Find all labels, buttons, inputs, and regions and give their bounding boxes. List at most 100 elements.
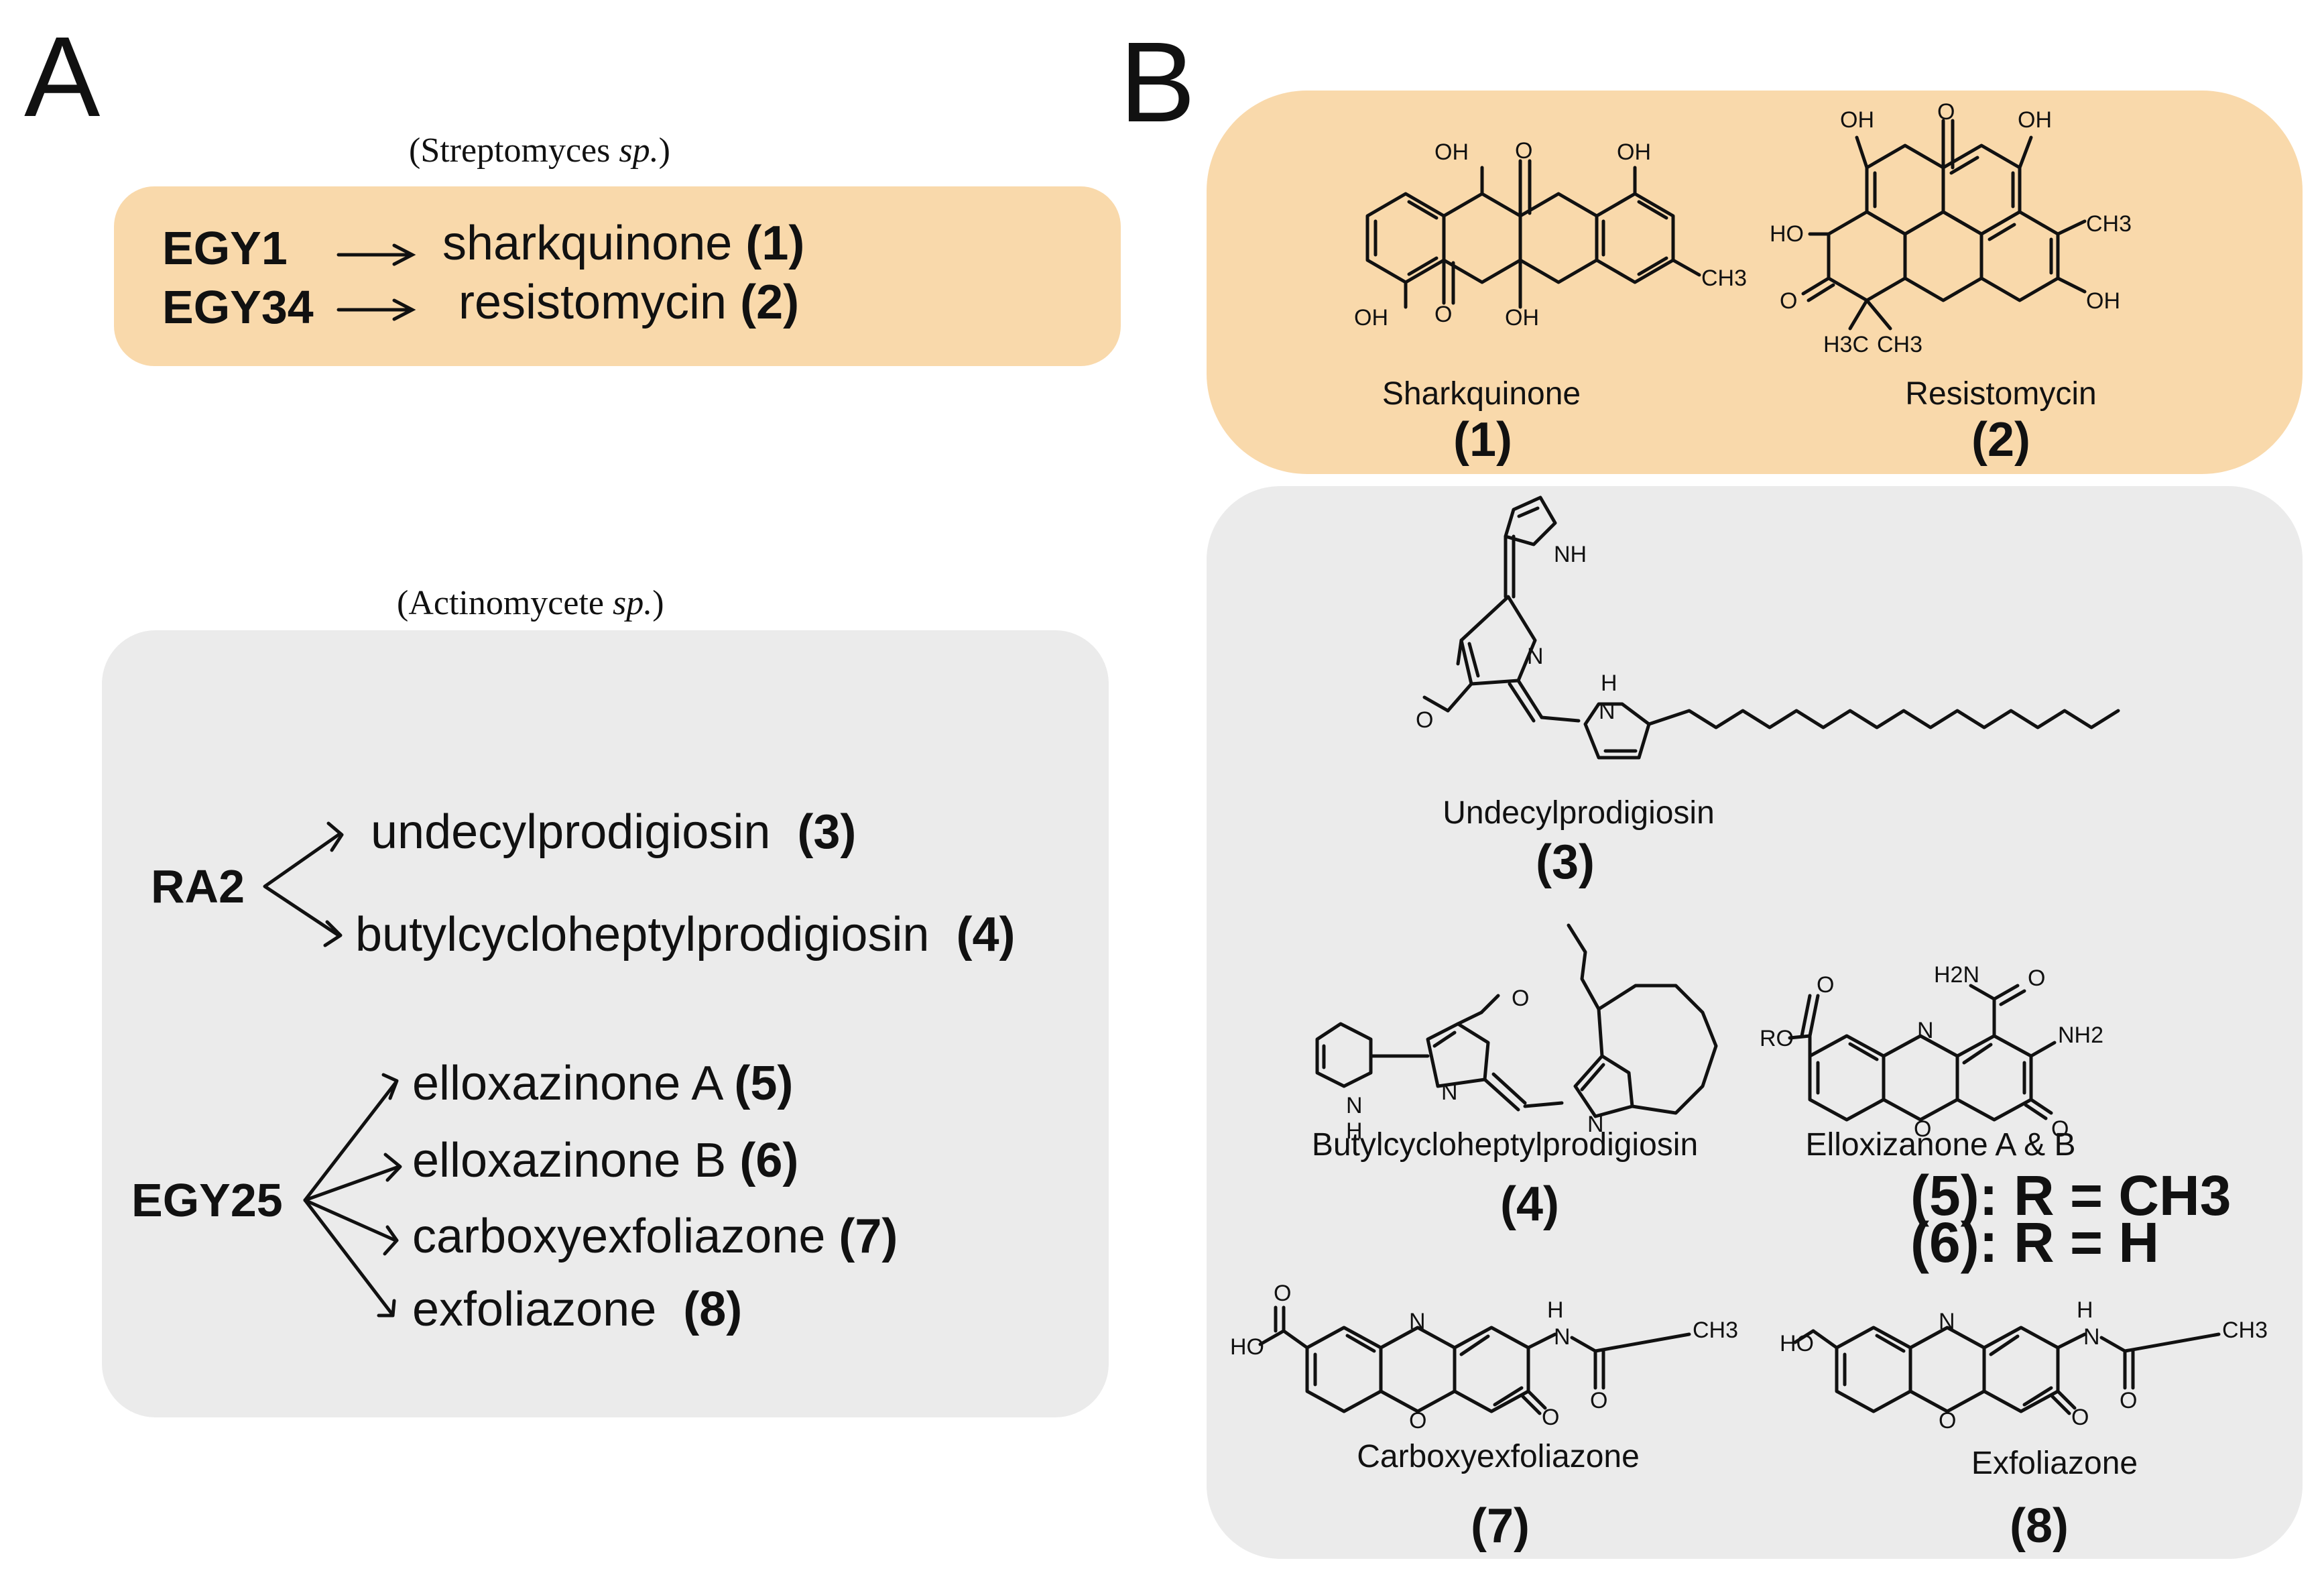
atom-label: RO	[1760, 1026, 1794, 1051]
atom-label: O	[2120, 1388, 2137, 1413]
atom-label: O	[2028, 966, 2045, 991]
atom-label: N	[1346, 1093, 1363, 1118]
product-number: (6)	[739, 1134, 799, 1187]
product-name: sharkquinone	[442, 217, 733, 270]
compound-name-elloxizanone: Elloxizanone A & B	[1805, 1127, 2076, 1163]
structure-undecylprodigiosin	[1422, 495, 2120, 760]
atom-label: HO	[1770, 221, 1804, 247]
atom-label: O	[2071, 1405, 2089, 1430]
compound-name-sharkquinone: Sharkquinone	[1382, 376, 1581, 412]
compound-number: (1)	[1453, 413, 1512, 467]
product-name: elloxazinone B	[412, 1134, 727, 1187]
structure-elloxizanone	[1788, 984, 2057, 1122]
atom-label: OH	[1840, 107, 1874, 133]
atom-label: N	[1599, 699, 1615, 724]
structures-grey-box	[1207, 486, 2303, 1559]
product-number: (1)	[745, 217, 805, 270]
r-group-5: (5): R = CH3	[1910, 1164, 2231, 1227]
arrow-head	[377, 1299, 396, 1318]
product-number: (3)	[797, 805, 857, 859]
atom-label: H3C	[1823, 332, 1869, 357]
atom-label: CH3	[2222, 1318, 2268, 1343]
product-number: (2)	[740, 276, 800, 329]
species-close: )	[658, 131, 670, 170]
product-number: (5)	[734, 1057, 794, 1110]
species-label-streptomyces: (Streptomyces sp.)	[409, 131, 670, 170]
strain-ra2: RA2	[151, 860, 245, 913]
product-butylcycloheptylprodigiosin: butylcycloheptylprodigiosin (4)	[355, 907, 1016, 962]
atom-label: O	[1590, 1388, 1607, 1413]
product-name: exfoliazone	[412, 1283, 657, 1336]
arrow-line	[303, 1198, 394, 1316]
species-genus: (Streptomyces	[409, 131, 611, 170]
structure-resistomycin	[1801, 119, 2087, 331]
atom-label: N	[2083, 1324, 2100, 1350]
species-close: )	[652, 584, 664, 622]
product-exfoliazone: exfoliazone (8)	[412, 1282, 742, 1337]
atom-label: NH	[1554, 542, 1587, 567]
structure-sharkquinone	[1365, 159, 1701, 309]
atom-label: CH3	[1701, 266, 1747, 291]
atom-label: O	[1512, 986, 1529, 1011]
atom-label: OH	[2086, 288, 2120, 314]
arrow-line	[303, 1081, 397, 1202]
arrow-head	[326, 821, 344, 852]
atom-label: OH	[1617, 139, 1651, 165]
product-name: butylcycloheptylprodigiosin	[355, 908, 930, 961]
atom-label: H	[1601, 670, 1617, 696]
atom-label: CH3	[2086, 211, 2132, 237]
compound-name-carboxyexfoliazone: Carboxyexfoliazone	[1357, 1439, 1640, 1474]
atom-label: H	[2077, 1297, 2093, 1323]
compound-name-undecylprodigiosin: Undecylprodigiosin	[1443, 795, 1715, 831]
strain-egy34: EGY34	[162, 281, 314, 333]
product-sharkquinone: sharkquinone (1)	[442, 216, 804, 271]
atom-label: N	[1409, 1309, 1426, 1334]
product-resistomycin: resistomycin (2)	[458, 275, 799, 330]
atom-label: H	[1346, 1118, 1363, 1144]
species-label-actinomycete: (Actinomycete sp.)	[397, 583, 664, 623]
streptomyces-box	[114, 186, 1121, 366]
arrow-head	[323, 920, 343, 947]
compound-number: (2)	[1971, 413, 2030, 467]
atom-label: O	[1409, 1408, 1426, 1434]
atom-label: NH2	[2058, 1022, 2103, 1048]
atom-label: O	[1416, 707, 1433, 733]
atom-label: O	[1542, 1405, 1559, 1430]
structure-exfoliazone	[1793, 1326, 2221, 1415]
structures-orange-box	[1207, 91, 2303, 474]
arrow-head	[383, 1153, 402, 1182]
product-name: resistomycin	[458, 276, 727, 329]
actinomycete-box	[102, 630, 1109, 1417]
atom-label: O	[1937, 99, 1955, 125]
atom-labels: OH O OH OH O OH CH3 OH O OH HO O CH3 OH …	[1230, 99, 2268, 1434]
atom-label: O	[1914, 1116, 1931, 1142]
species-genus: (Actinomycete	[397, 584, 604, 622]
compound-number: (8)	[2010, 1499, 2069, 1553]
product-number: (4)	[956, 908, 1016, 961]
product-elloxazinone-a: elloxazinone A (5)	[412, 1056, 793, 1111]
panel-a-letter: A	[24, 13, 101, 141]
compound-number: (4)	[1500, 1177, 1559, 1231]
atom-label: O	[1939, 1408, 1956, 1434]
atom-label: O	[1817, 972, 1834, 998]
atom-label: N	[1917, 1018, 1934, 1043]
species-sp: sp.	[619, 131, 659, 170]
product-carboxyexfoliazone: carboxyexfoliazone (7)	[412, 1209, 898, 1264]
atom-label: O	[1434, 302, 1452, 327]
atom-label: N	[1587, 1112, 1604, 1137]
atom-label: N	[1939, 1309, 1955, 1334]
compound-number: (7)	[1471, 1499, 1530, 1553]
panel-b-letter: B	[1119, 19, 1196, 146]
atom-label: OH	[1505, 305, 1539, 331]
r-group-6: (6): R = H	[1910, 1211, 2160, 1274]
atom-label: CH3	[1877, 332, 1922, 357]
product-name: carboxyexfoliazone	[412, 1210, 826, 1263]
atom-label: O	[2051, 1116, 2069, 1142]
fork-lines	[263, 833, 341, 937]
compound-name-butylcycloheptylprodigiosin: Butylcycloheptylprodigiosin	[1311, 1127, 1699, 1163]
strain-egy1: EGY1	[162, 222, 288, 274]
product-undecylprodigiosin: undecylprodigiosin (3)	[371, 805, 856, 860]
